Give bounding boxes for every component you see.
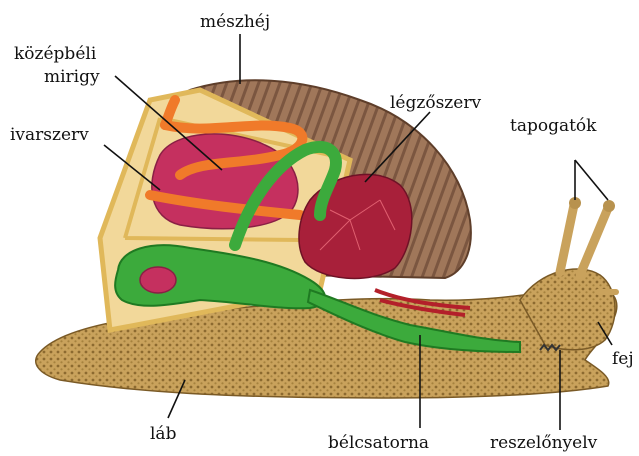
tentacle-right	[580, 208, 608, 275]
tentacle-left	[560, 205, 574, 272]
label-meszhej: mészhéj	[200, 12, 270, 32]
label-reszelonyelv: reszelőnyelv	[490, 433, 598, 453]
tentacle-right-tip	[603, 200, 615, 212]
label-ivarszerv: ivarszerv	[10, 125, 89, 145]
label-belcsatorna: bélcsatorna	[328, 433, 429, 453]
label-lab: láb	[150, 424, 177, 444]
label-fej: fej	[612, 349, 634, 369]
label-tapogatok: tapogatók	[510, 116, 597, 136]
label-kozepbeli-line2: mirigy	[44, 67, 100, 87]
label-kozepbeli-line1: középbéli	[14, 44, 97, 64]
label-legzoszerv: légzőszerv	[390, 93, 481, 113]
leader-tapogatok-right	[575, 160, 608, 200]
stomach-organ	[140, 267, 176, 293]
